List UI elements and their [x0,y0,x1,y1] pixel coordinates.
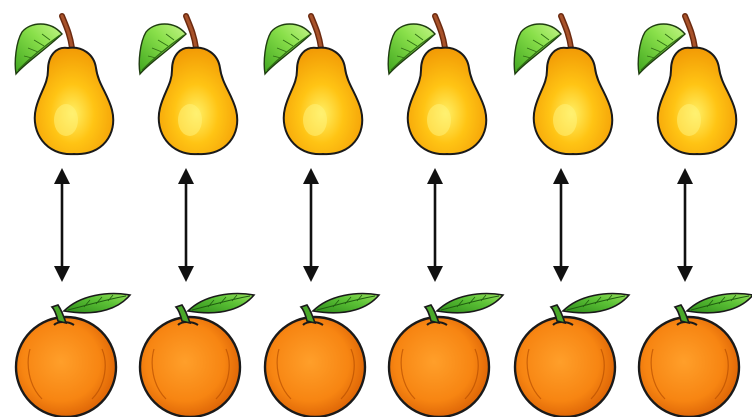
orange-image [8,289,133,417]
pear-image [509,10,619,158]
pear-image [633,10,743,158]
double-arrow-icon [172,168,200,282]
pair-column [8,0,133,417]
orange-image [257,289,382,417]
pair-column [257,0,382,417]
pear-image [259,10,369,158]
pair-column [631,0,752,417]
double-arrow-icon [547,168,575,282]
pair-column [507,0,632,417]
pair-column [132,0,257,417]
orange-image [507,289,632,417]
pear-image [134,10,244,158]
double-arrow-icon [48,168,76,282]
double-arrow-icon [297,168,325,282]
double-arrow-icon [671,168,699,282]
orange-image [631,289,752,417]
pear-image [383,10,493,158]
pair-column [381,0,506,417]
orange-image [381,289,506,417]
orange-image [132,289,257,417]
pear-image [10,10,120,158]
double-arrow-icon [421,168,449,282]
